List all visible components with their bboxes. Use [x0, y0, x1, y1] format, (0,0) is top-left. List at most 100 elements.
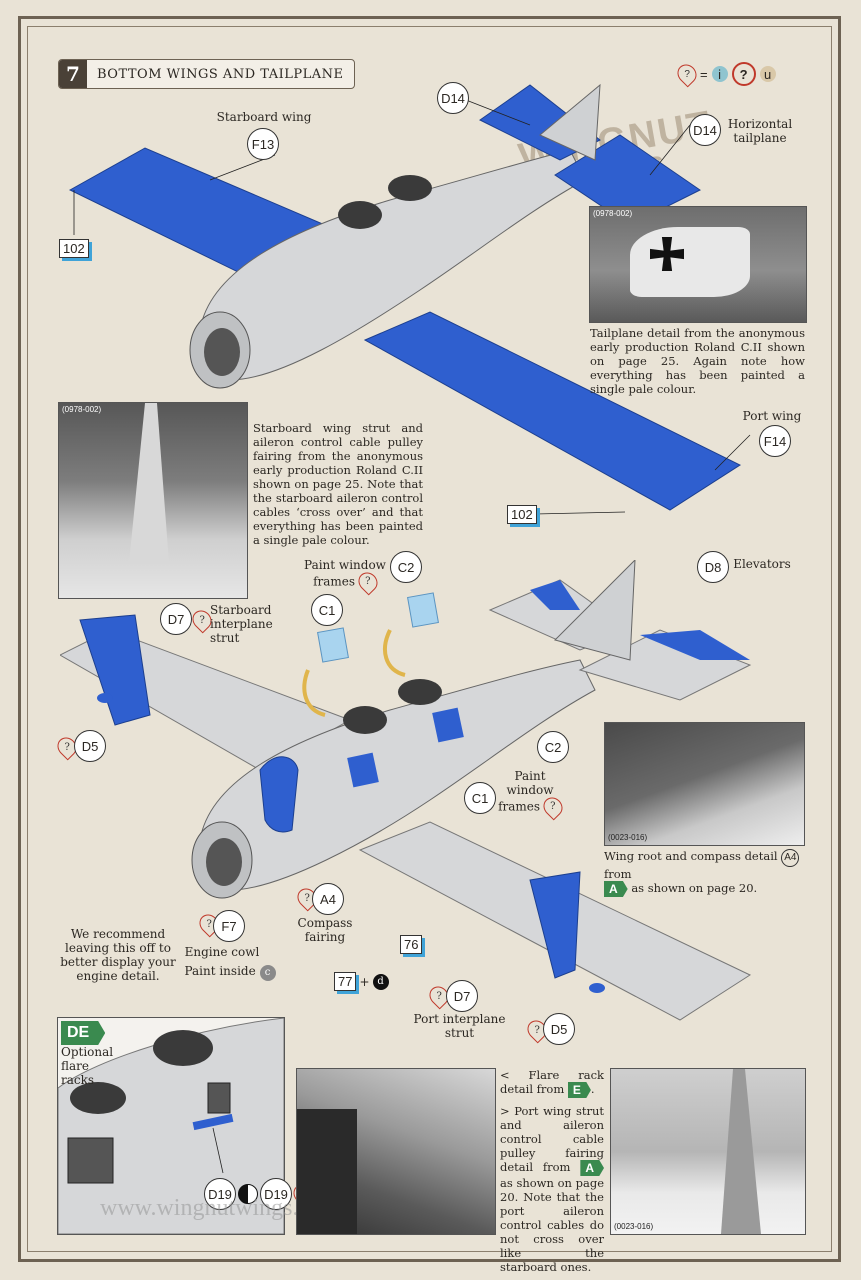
paint-window-frames-label-bottom: Paint window frames ? — [490, 769, 570, 821]
vertical-fin — [539, 83, 601, 161]
paint-drop-icon: ? — [354, 568, 382, 596]
wing-root-caption-pre: Wing root and compass detail — [604, 849, 778, 863]
starboard-interplane-strut — [79, 614, 151, 726]
paint-window-frames-text-2: Paint window frames — [498, 769, 554, 814]
cockpit-front-lower — [343, 706, 387, 734]
wing-root-photo: (0023-016) — [604, 722, 805, 846]
photo-id: (0978-002) — [593, 209, 633, 218]
strut-photo-caption: Starboard wing strut and aileron control… — [253, 421, 423, 547]
cockpit-rear — [388, 175, 432, 201]
callout-d7-starboard: D7 — [160, 603, 192, 635]
part-77: 77 — [334, 972, 357, 991]
elevator-lower-blue — [640, 630, 750, 660]
reference-flag-a: A — [604, 881, 628, 897]
legend-q2: ? — [731, 62, 756, 86]
engine-opening — [204, 328, 240, 376]
tailplane-photo: (0978-002) — [589, 206, 807, 323]
d5-port-fairing — [589, 983, 605, 993]
callout-f13: F13 — [247, 128, 279, 160]
step-heading: 7 BOTTOM WINGS AND TAILPLANE — [58, 59, 355, 89]
callout-a4: A4 — [312, 883, 344, 915]
starboard-strut-label: Starboard interplane strut — [210, 603, 273, 645]
callout-d8: D8 — [697, 551, 729, 583]
recommend-text: We recommend leaving this off to better … — [60, 927, 176, 983]
paint-window-frames-label-top: Paint window frames ? — [300, 558, 390, 596]
step-number: 7 — [59, 60, 87, 88]
paint-window-frames-text: Paint window frames — [304, 558, 386, 589]
paint-legend: ? = i ? u — [673, 60, 776, 88]
port-strut-text: > Port wing strut and aileron control ca… — [500, 1104, 604, 1274]
step-title: BOTTOM WINGS AND TAILPLANE — [97, 66, 344, 82]
flare-text-2: . — [590, 1082, 595, 1096]
wing-root-caption: Wing root and compass detail A4 from A a… — [604, 849, 809, 897]
callout-c1-top: C1 — [311, 594, 343, 626]
reference-flag-de: DE — [61, 1021, 106, 1045]
reference-flag-e: E — [567, 1082, 591, 1098]
callout-c1-bottom: C1 — [464, 782, 496, 814]
port-text-2: as shown on page 20. Note that the port … — [500, 1176, 604, 1274]
photo-id: (0023-016) — [614, 1222, 654, 1231]
photo-id: (0978-002) — [62, 405, 102, 414]
plus-sign: + — [359, 974, 370, 989]
clear-window-c1 — [317, 627, 349, 663]
paint-inside-label: Paint inside c — [180, 964, 280, 981]
compass-fairing-label: Compass fairing — [297, 916, 353, 944]
wing-root-caption-post: as shown on page 20. — [631, 881, 758, 895]
callout-d19-right: D19 — [260, 1178, 292, 1210]
port-interplane-strut — [529, 871, 581, 979]
tailplane-photo-caption: Tailplane detail from the anonymous earl… — [590, 326, 805, 396]
elevator-lower — [578, 629, 752, 701]
port-strut-label: Port interplane strut — [413, 1012, 506, 1040]
d5-starboard-fairing — [97, 693, 113, 703]
vertical-fin-lower — [554, 560, 636, 661]
optional-flare-racks-label: Optional flare racks — [61, 1045, 114, 1087]
photo-dark-shape — [297, 1109, 357, 1234]
top-aircraft-illustration — [68, 83, 751, 515]
arrow-icon — [383, 629, 406, 677]
callout-d14-upper: D14 — [437, 82, 469, 114]
legend-u: u — [759, 66, 776, 82]
paint-inside-text: Paint inside — [184, 964, 256, 978]
engine-opening-lower — [206, 838, 242, 886]
d19-callout-group: D19 D19 ? — [204, 1178, 317, 1210]
part-102-bottom: 102 — [507, 505, 537, 524]
page-border — [18, 16, 841, 1262]
elevator-upper-blue — [530, 580, 580, 610]
callout-c2-top: C2 — [390, 551, 422, 583]
part-76: 76 — [400, 935, 423, 954]
callout-d7-port: D7 — [446, 980, 478, 1012]
callout-d5-port: D5 — [543, 1013, 575, 1045]
flare-rack-photo — [296, 1068, 496, 1235]
port-wing — [363, 311, 742, 511]
page-border-inner — [27, 26, 832, 1252]
photo-tailplane-shape — [630, 227, 750, 297]
horizontal-tailplane-label: Horizontal tailplane — [727, 117, 793, 145]
yin-yang-icon — [238, 1184, 258, 1204]
paint-drop-icon: ? — [539, 793, 567, 821]
reference-flag-a-bottom: A — [580, 1160, 604, 1176]
bottom-aircraft-illustration — [60, 560, 752, 1021]
legend-i: i — [711, 66, 728, 82]
part-77-group: 77 + d — [334, 972, 389, 991]
window-frame-c2 — [432, 707, 464, 743]
callout-c2-bottom: C2 — [537, 731, 569, 763]
starboard-wing-label: Starboard wing — [216, 110, 312, 124]
cockpit-rear-lower — [398, 679, 442, 705]
cockpit-front — [338, 201, 382, 229]
flare-rack-text: < Flare rack detail from E. — [500, 1068, 604, 1098]
port-strut-photo: (0023-016) — [610, 1068, 806, 1235]
clear-window-c2 — [407, 592, 439, 628]
window-frame-c1 — [347, 752, 379, 788]
callout-a4-inline: A4 — [781, 849, 800, 867]
callout-f14: F14 — [759, 425, 791, 457]
engine-cowl-part — [259, 756, 299, 833]
paint-c-swatch: c — [259, 965, 276, 981]
fuselage-lower — [199, 659, 596, 891]
part-102-top: 102 — [59, 239, 89, 258]
port-wing-label: Port wing — [742, 409, 802, 423]
callout-d5-starboard: D5 — [74, 730, 106, 762]
wing-root-caption-from: from — [604, 867, 632, 881]
callout-f7: F7 — [213, 910, 245, 942]
callout-d14-lower: D14 — [689, 114, 721, 146]
photo-strut-shape — [129, 403, 169, 563]
